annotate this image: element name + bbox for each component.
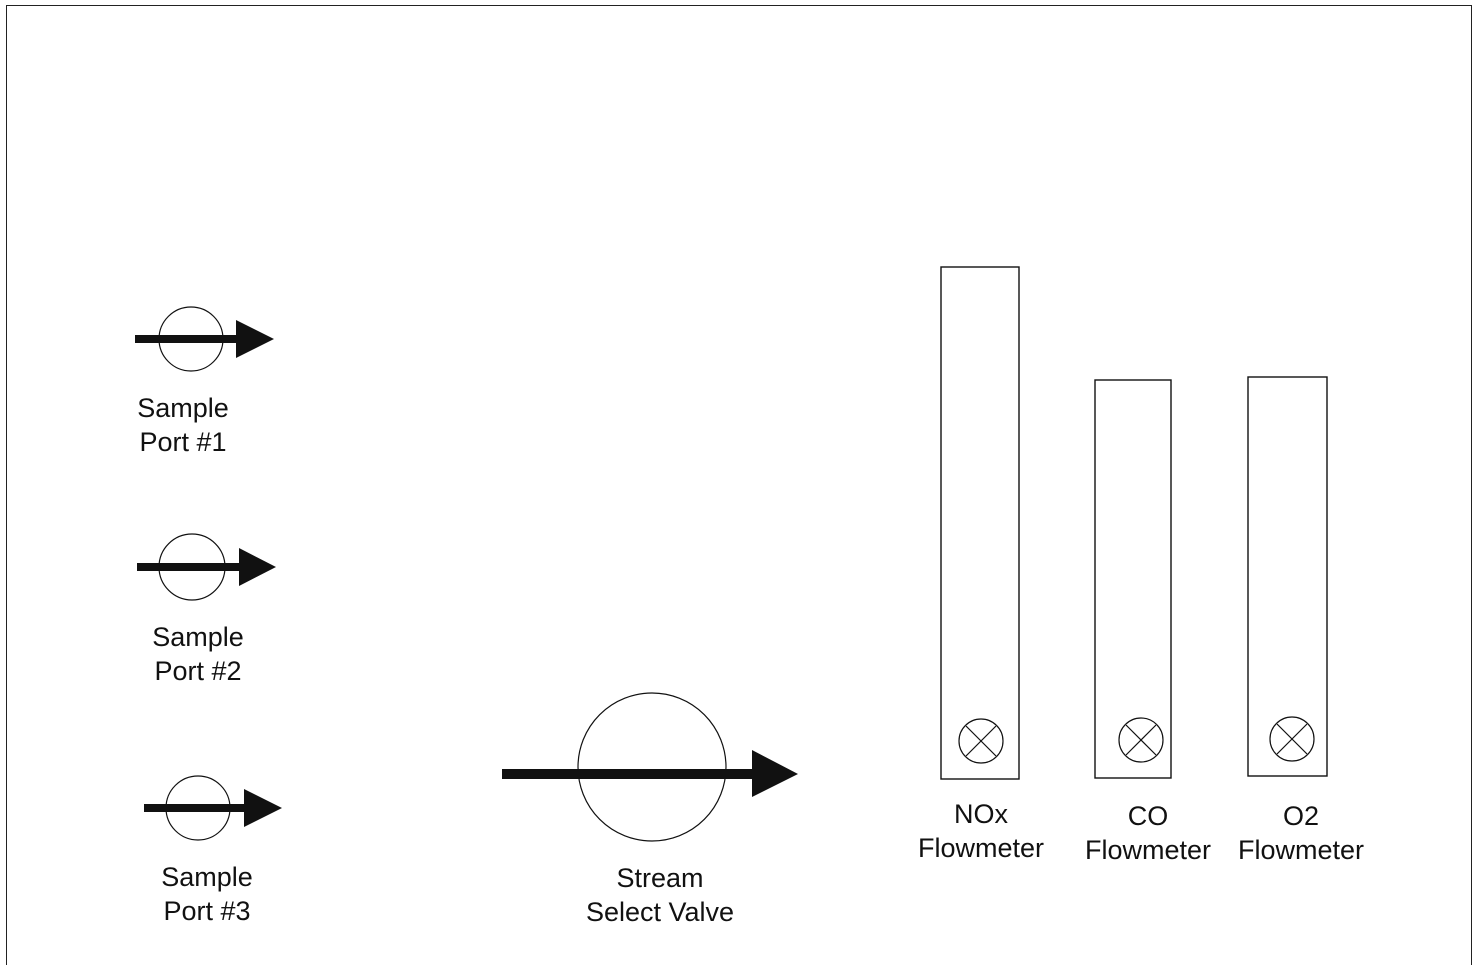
sample-port-2-symbol: [137, 533, 276, 601]
sample-port-1-label-line2: Port #1: [139, 427, 227, 457]
nox-flowmeter-label-line2: Flowmeter: [917, 833, 1045, 863]
stream-select-valve-arrowhead: [752, 750, 798, 797]
nox-flowmeter-symbol: [940, 266, 1020, 780]
o2-flowmeter-label-line1: O2: [1282, 801, 1320, 831]
nox-flowmeter-label: NOx Flowmeter: [906, 797, 1056, 865]
sample-port-3-arrowhead: [244, 789, 282, 827]
co-flowmeter-label: CO Flowmeter: [1073, 799, 1223, 867]
sample-port-1-arrowhead: [236, 320, 274, 358]
sample-port-2-arrowhead: [239, 548, 276, 586]
sample-port-3-label-line2: Port #3: [163, 896, 251, 926]
stream-select-valve-label-line1: Stream: [616, 863, 704, 893]
co-flowmeter-float-icon: [1118, 717, 1164, 763]
sample-port-2-label: Sample Port #2: [132, 620, 264, 688]
stream-select-valve-label-line2: Select Valve: [585, 897, 735, 927]
o2-flowmeter-float-icon: [1269, 716, 1315, 762]
diagram-frame: [6, 5, 1472, 965]
co-flowmeter-tube: [1094, 379, 1172, 779]
nox-flowmeter-float-icon: [958, 718, 1004, 764]
stream-select-valve-symbol: [502, 692, 798, 842]
o2-flowmeter-symbol: [1247, 376, 1328, 777]
stream-select-valve-label: Stream Select Valve: [560, 861, 760, 929]
co-flowmeter-label-line2: Flowmeter: [1084, 835, 1212, 865]
co-flowmeter-symbol: [1094, 379, 1172, 779]
nox-flowmeter-label-line1: NOx: [954, 799, 1008, 829]
sample-port-1-symbol: [135, 306, 274, 372]
sample-port-3-symbol: [144, 775, 282, 841]
o2-flowmeter-tube: [1247, 376, 1328, 777]
o2-flowmeter-label: O2 Flowmeter: [1226, 799, 1376, 867]
sample-port-2-label-line2: Port #2: [154, 656, 242, 686]
co-flowmeter-label-line1: CO: [1127, 801, 1169, 831]
sample-port-3-label: Sample Port #3: [141, 860, 273, 928]
sample-port-1-label-line1: Sample: [137, 393, 229, 423]
sample-port-3-label-line1: Sample: [161, 862, 253, 892]
o2-flowmeter-label-line2: Flowmeter: [1237, 835, 1365, 865]
stream-select-valve-circle: [577, 692, 727, 842]
nox-flowmeter-tube: [940, 266, 1020, 780]
sample-port-2-label-line1: Sample: [152, 622, 244, 652]
sample-port-1-label: Sample Port #1: [117, 391, 249, 459]
